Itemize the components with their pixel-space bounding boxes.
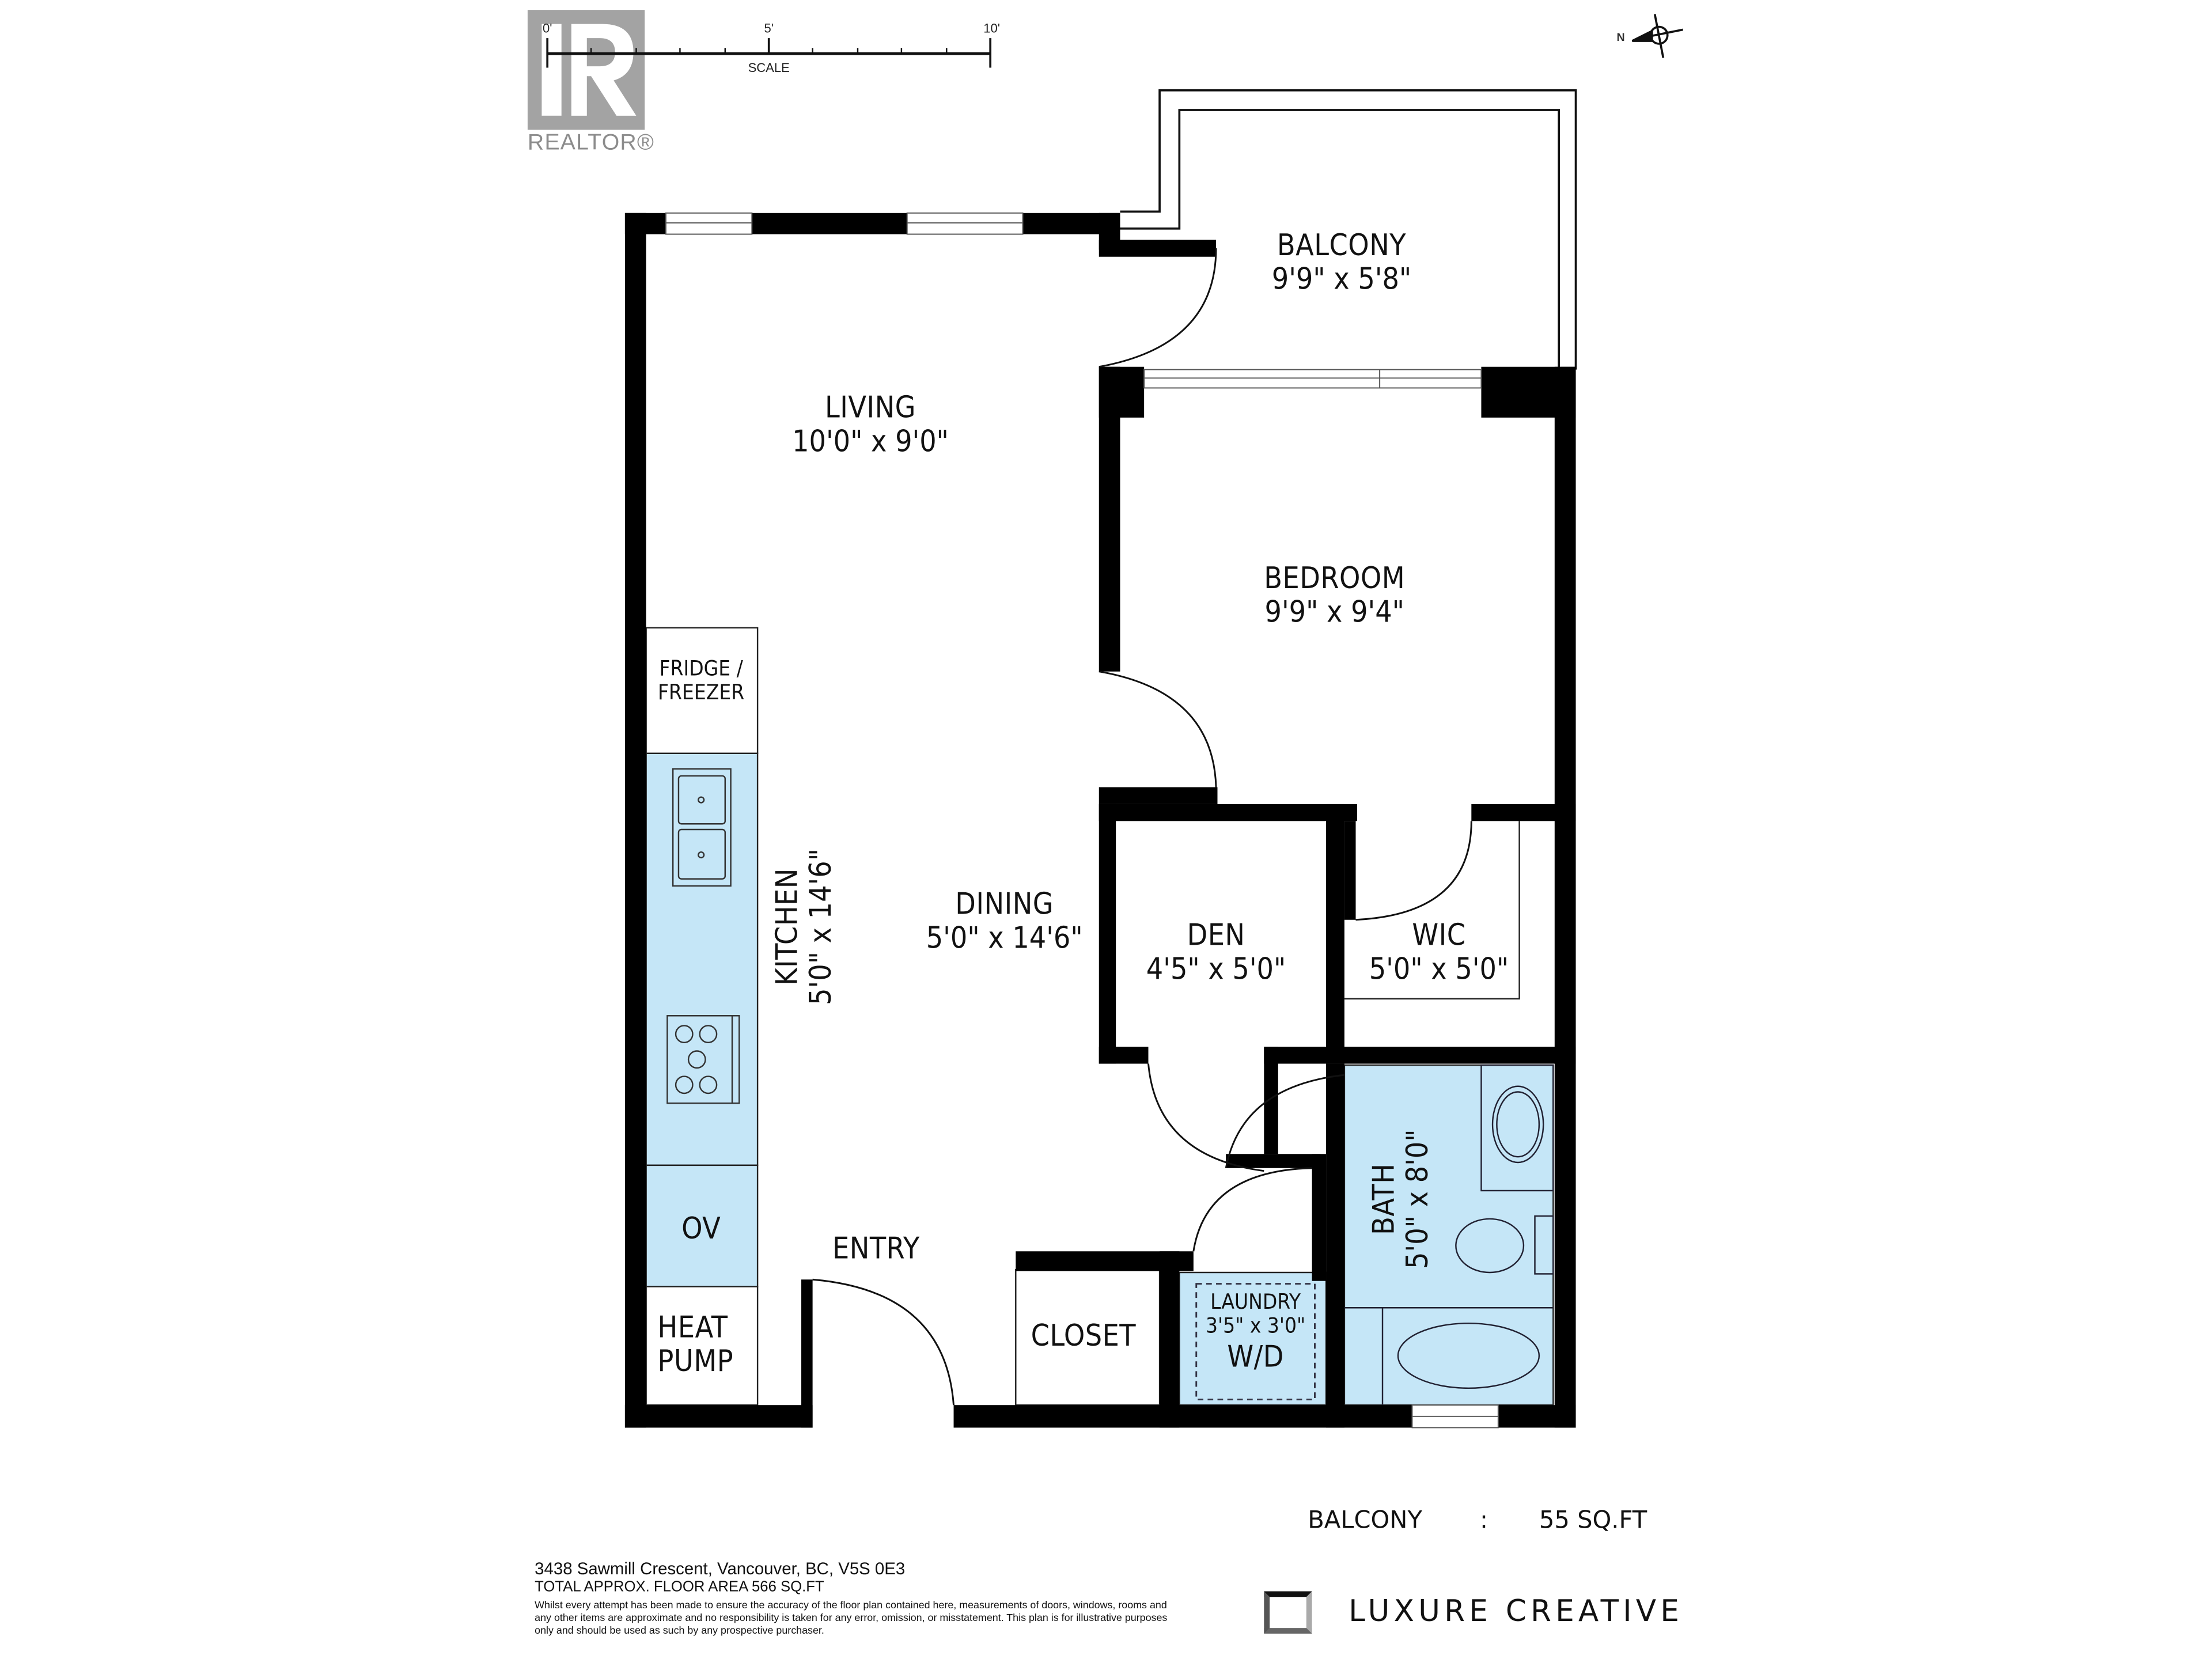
room-wic: WIC 5'0" x 5'0": [1369, 918, 1509, 986]
scale-tick-5: 5': [764, 21, 774, 36]
balcony-door-swing: [1099, 248, 1217, 368]
fridge-freezer-box: [645, 627, 759, 754]
room-name: BALCONY: [1277, 228, 1407, 263]
bath-fixtures: [1344, 1064, 1554, 1406]
bath-door-swing: [1225, 1074, 1345, 1169]
north-compass-icon: [1631, 14, 1684, 58]
room-dims: 10'0" x 9'0": [792, 425, 949, 459]
room-dims: 5'0" x 14'6": [804, 849, 838, 1005]
room-name: BATH: [1366, 1163, 1401, 1235]
bath-floor: [1343, 1064, 1554, 1406]
room-dims: 5'0" x 8'0": [1400, 1129, 1435, 1269]
room-name: WIC: [1412, 918, 1466, 952]
bedroom-window: [1143, 369, 1482, 389]
balcony-railing: [1120, 89, 1577, 370]
living-window-1: [665, 212, 753, 235]
oven-counter: [645, 1164, 759, 1287]
wic-door-swing: [1355, 821, 1472, 921]
room-dims: 4'5" x 5'0": [1146, 952, 1286, 986]
laundry-door-swing: [1192, 1167, 1312, 1252]
heat-pump-line2: PUMP: [657, 1344, 734, 1378]
heat-pump-box: [645, 1286, 759, 1406]
sink-icon: [672, 768, 732, 887]
wic-shelf: [1344, 821, 1520, 1000]
compass-north-label: N: [1616, 31, 1625, 44]
scale-bar: [546, 38, 992, 68]
room-entry: ENTRY: [832, 1231, 920, 1266]
bedroom-door-swing: [1099, 671, 1217, 787]
brand-name: LUXURE CREATIVE: [1349, 1594, 1684, 1628]
oven-label: OV: [681, 1211, 721, 1246]
room-name: LAUNDRY: [1210, 1289, 1301, 1315]
room-name: KITCHEN: [770, 868, 804, 986]
toilet-icon: [1455, 1218, 1525, 1274]
cooktop-icon: [666, 1015, 740, 1104]
room-name: LIVING: [824, 391, 916, 425]
room-name: BEDROOM: [1264, 561, 1406, 596]
summary-separator: :: [1480, 1506, 1488, 1535]
summary-balcony-label: BALCONY: [1308, 1506, 1422, 1535]
fridge-freezer-label: FRIDGE / FREEZER: [658, 656, 745, 706]
room-balcony: BALCONY 9'9" x 5'8": [1272, 228, 1411, 296]
room-bath: BATH 5'0" x 8'0": [1367, 1129, 1435, 1268]
living-window-2: [906, 212, 1024, 235]
den-door-swing: [1147, 1063, 1264, 1172]
scale-tick-0: 0': [542, 21, 552, 36]
footer-address: 3438 Sawmill Crescent, Vancouver, BC, V5…: [535, 1559, 906, 1579]
bathtub-icon: [1397, 1322, 1540, 1389]
heat-pump-line1: HEAT: [657, 1310, 728, 1344]
room-dims: 5'0" x 14'6": [926, 921, 1083, 955]
room-dims: 5'0" x 5'0": [1369, 952, 1509, 986]
scale-label: SCALE: [748, 60, 790, 75]
realtor-wordmark: REALTOR®: [527, 131, 655, 156]
room-kitchen: KITCHEN 5'0" x 14'6": [770, 849, 838, 1005]
washer-dryer-outline: [1195, 1283, 1316, 1400]
room-laundry: LAUNDRY 3'5" x 3'0" W/D: [1206, 1289, 1306, 1373]
room-name: DINING: [955, 887, 1054, 921]
laundry-appliance: W/D: [1227, 1339, 1284, 1373]
entry-door-swing: [812, 1278, 955, 1406]
room-dims: 9'9" x 5'8": [1271, 262, 1412, 297]
room-name: DEN: [1187, 918, 1245, 952]
room-dining: DINING 5'0" x 14'6": [926, 887, 1083, 955]
windows: [665, 212, 1499, 1429]
vanity-sink-icon: [1491, 1085, 1544, 1164]
fridge-label-line2: FREEZER: [658, 680, 745, 706]
room-living: LIVING 10'0" x 9'0": [792, 391, 949, 459]
wet-areas: [645, 752, 1554, 1406]
footer-total-area: TOTAL APPROX. FLOOR AREA 566 SQ.FT: [535, 1578, 824, 1596]
room-bedroom: BEDROOM 9'9" x 9'4": [1264, 561, 1405, 629]
room-den: DEN 4'5" x 5'0": [1146, 918, 1286, 986]
vanity: [1480, 1064, 1554, 1192]
room-dims: 9'9" x 9'4": [1264, 595, 1404, 630]
footer-disclaimer: Whilst every attempt has been made to en…: [535, 1598, 1168, 1637]
walls: [624, 213, 1576, 1428]
realtor-r-logo-icon: [527, 10, 645, 130]
scale-tick-10: 10': [983, 21, 1001, 36]
luxure-square-logo-icon: [1264, 1591, 1312, 1634]
summary-balcony-area: 55 SQ.FT: [1539, 1506, 1647, 1535]
room-dims: 3'5" x 3'0": [1206, 1313, 1306, 1339]
heat-pump-label: HEAT PUMP: [658, 1310, 734, 1378]
door-swings: [812, 248, 1472, 1406]
fridge-label-line1: FRIDGE /: [659, 656, 743, 681]
room-closet: CLOSET: [1031, 1319, 1137, 1353]
laundry-area: [1179, 1271, 1327, 1406]
